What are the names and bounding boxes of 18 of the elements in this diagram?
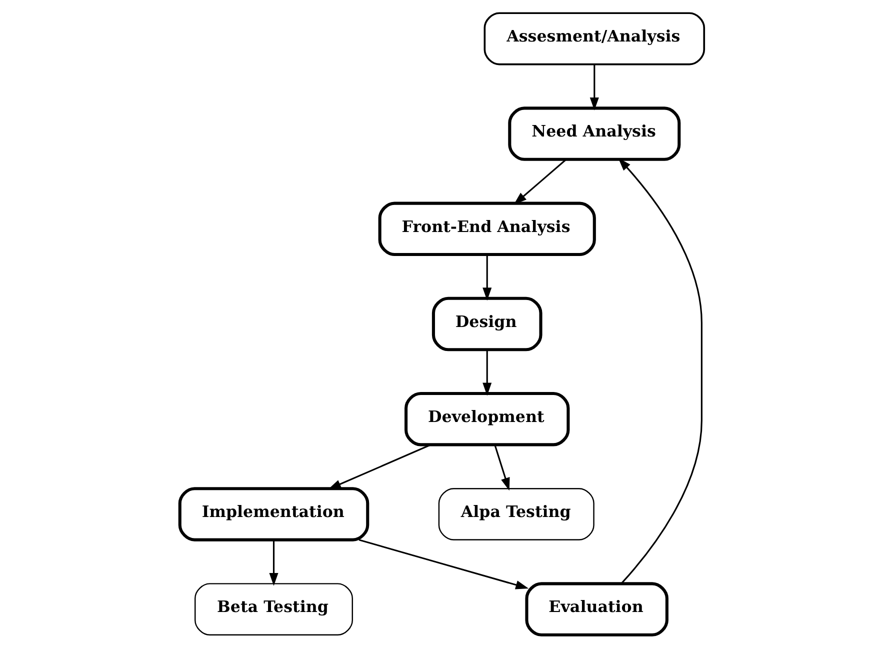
arrow	[328, 444, 431, 490]
node-box: Evaluation	[525, 582, 668, 636]
arrow	[269, 540, 278, 586]
arrow	[482, 350, 492, 396]
node-box: Alpa Testing	[438, 488, 594, 540]
arrow	[482, 254, 492, 301]
arrow	[494, 444, 510, 491]
arrow	[590, 64, 599, 110]
node-box: Implementation	[178, 487, 370, 542]
arrow	[618, 158, 702, 584]
arrow	[358, 539, 529, 590]
node-box: Front-End Analysis	[378, 202, 596, 256]
node-box: Need Analysis	[508, 106, 681, 161]
arrow	[514, 159, 566, 205]
node-box: Beta Testing	[194, 583, 353, 636]
node-box: Development	[404, 392, 570, 446]
node-box: Design	[432, 296, 542, 352]
node-box: Assesment/Analysis	[484, 12, 706, 66]
